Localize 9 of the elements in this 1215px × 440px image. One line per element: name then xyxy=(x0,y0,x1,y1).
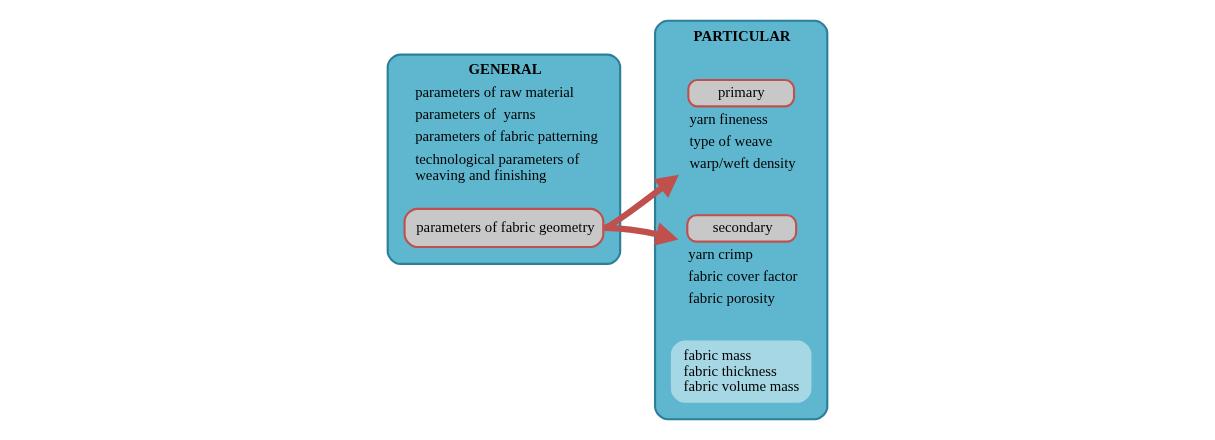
node-label: fabric porosity xyxy=(688,290,775,307)
node-box: parameters of fabric geometry xyxy=(403,207,605,248)
node-label: yarn fineness xyxy=(689,110,768,127)
arrow xyxy=(604,222,679,246)
node-label: type of weave xyxy=(689,132,773,149)
node-label: yarn crimp xyxy=(688,245,753,262)
node-box: fabric mass fabric thickness fabric volume mass xyxy=(670,340,812,403)
node-label: warp/weft density xyxy=(689,154,796,171)
node-label: fabric cover factor xyxy=(688,267,798,284)
